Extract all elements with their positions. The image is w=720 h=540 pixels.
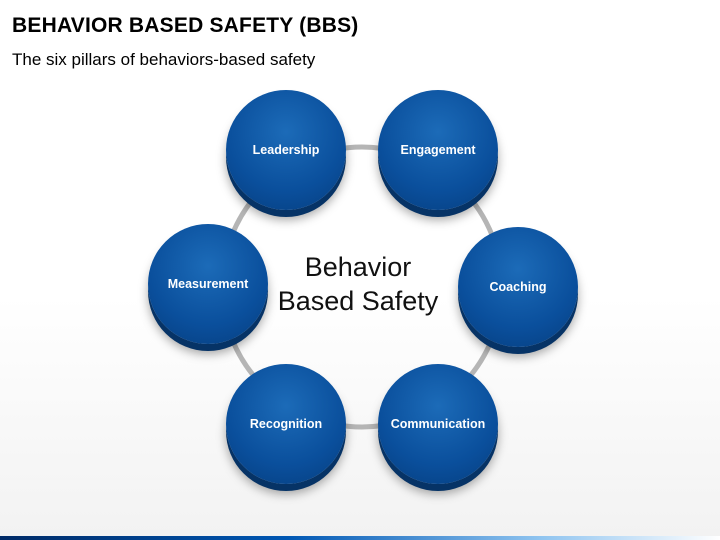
bottom-accent-bar xyxy=(0,536,720,540)
pillar-label: Measurement xyxy=(167,277,249,291)
pillar-label: Coaching xyxy=(489,280,547,294)
center-label: Behavior Based Safety xyxy=(248,250,468,318)
pillar-label: Engagement xyxy=(400,143,476,157)
pillar-recognition: Recognition xyxy=(226,364,346,484)
slide-subtitle: The six pillars of behaviors-based safet… xyxy=(12,50,316,69)
pillar-label: Communication xyxy=(390,417,486,431)
center-label-line2: Based Safety xyxy=(277,286,439,316)
pillar-measurement: Measurement xyxy=(148,224,268,344)
pillar-label: Leadership xyxy=(252,143,320,157)
pillar-label: Recognition xyxy=(249,417,323,431)
center-label-line1: Behavior xyxy=(304,252,412,282)
pillar-coaching: Coaching xyxy=(458,227,578,347)
pillar-engagement: Engagement xyxy=(378,90,498,210)
slide-title: BEHAVIOR BASED SAFETY (BBS) xyxy=(12,14,359,37)
pillar-leadership: Leadership xyxy=(226,90,346,210)
pillar-communication: Communication xyxy=(378,364,498,484)
